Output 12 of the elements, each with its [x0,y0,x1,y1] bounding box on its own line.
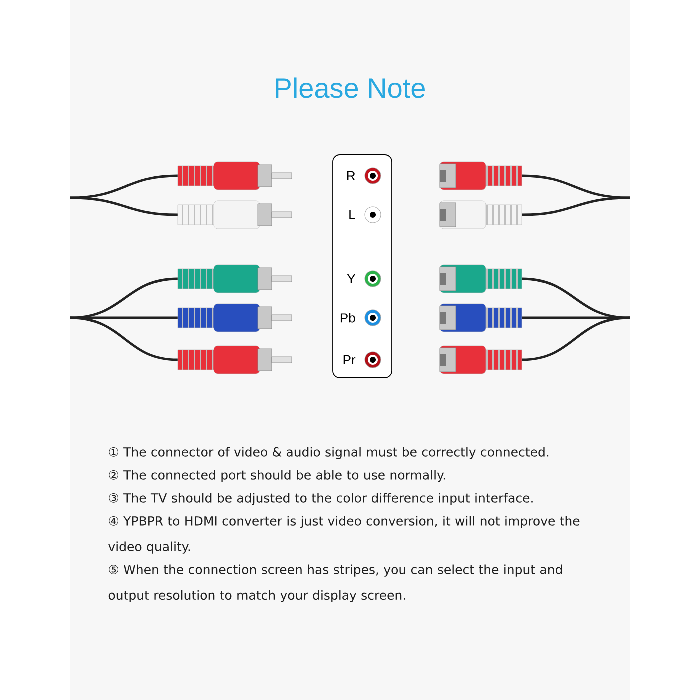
note-text: ② The connected port should be able to use normally. [109,470,446,482]
note-text: ③ The TV should be adjusted to the color difference input interface. [109,493,533,506]
port-label: Pb [340,313,356,323]
port-label: Pr [344,356,356,364]
port-label: Y [347,274,356,284]
port-label: L [350,210,356,220]
title: Please Note [276,78,425,98]
note-text: ⑤ When the connection screen has stripes, you can select the input and output resolution to match your display screen. [108,564,562,602]
note-text: ④ YPBPR to HDMI converter is just video conversion, it will not improve the video quality. [108,516,580,554]
port-label: R [347,172,356,180]
note-text: ① The connector of video & audio signal must be correctly connected. [109,447,549,460]
port-panel [332,154,392,378]
